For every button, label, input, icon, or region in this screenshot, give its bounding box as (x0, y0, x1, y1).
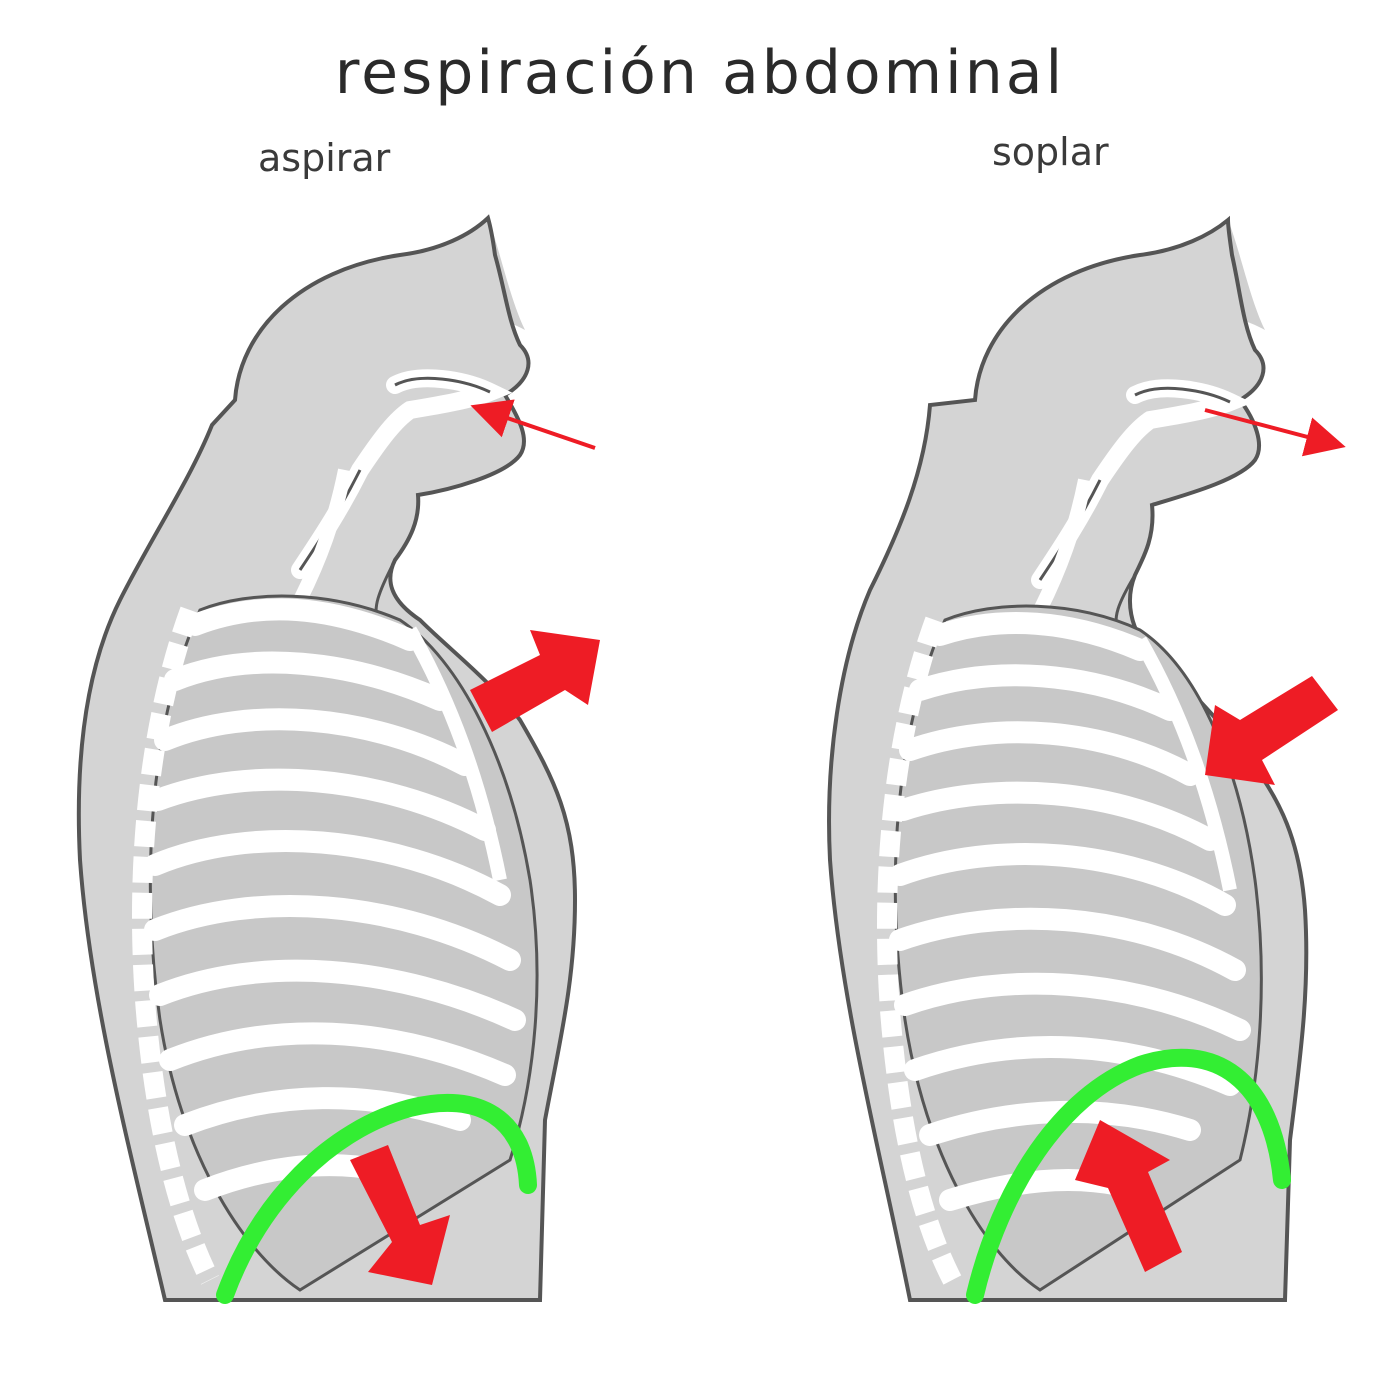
exhale-diaphragm (966, 1048, 1291, 1304)
exhale-diaphragm-arrow (1075, 1120, 1182, 1272)
exhale-spine (877, 616, 964, 1290)
inhale-diaphragm-arrow (350, 1145, 450, 1285)
inhale-sternum (403, 626, 507, 882)
inhale-label: aspirar (258, 136, 391, 180)
inhale-figure (76, 214, 600, 1304)
inhale-diaphragm (216, 1093, 537, 1304)
inhale-chest-arrow (470, 630, 600, 732)
diagram-title: respiración abdominal (334, 38, 1066, 108)
inhale-ribs (144, 598, 526, 1201)
inhale-spine (132, 606, 219, 1285)
exhale-sternum (1133, 636, 1237, 892)
exhale-chest-arrow (1205, 676, 1338, 785)
exhale-trachea (1033, 478, 1092, 614)
inhale-nose-arrow (470, 399, 596, 450)
exhale-nose-arrow (1204, 408, 1346, 457)
exhale-figure (827, 215, 1346, 1304)
exhale-label: soplar (992, 130, 1109, 174)
inhale-trachea (293, 468, 352, 604)
